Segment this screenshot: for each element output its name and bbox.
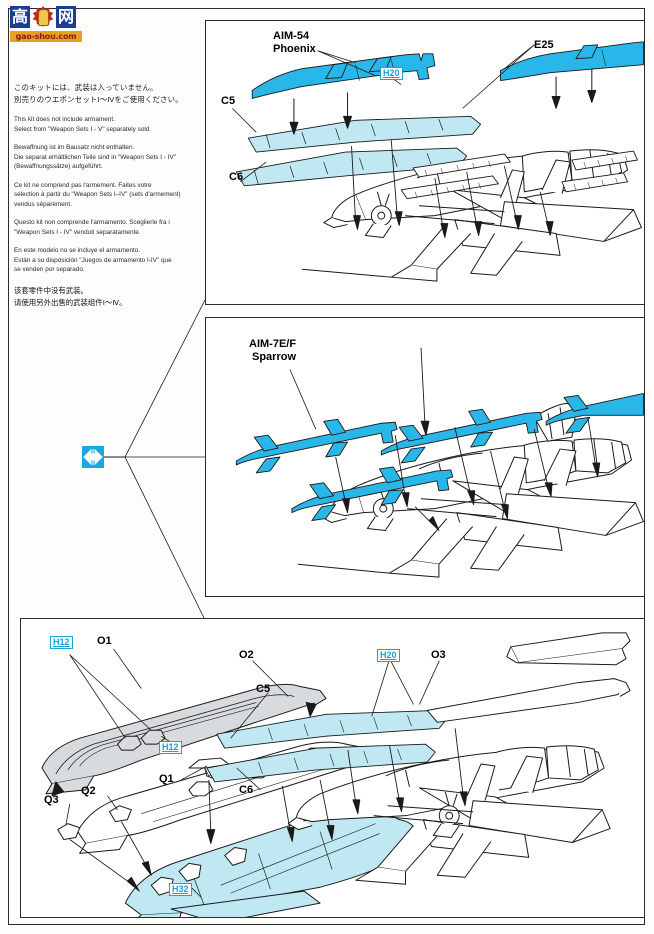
logo-char-1: 高	[10, 6, 30, 28]
panel3-label-q2: Q2	[81, 785, 96, 797]
fuel-tank-assembly-diagram	[41, 632, 631, 917]
site-watermark-logo: 高 网 gao-shou.com	[10, 6, 82, 46]
panel1-label-e25: E25	[534, 39, 554, 51]
logo-url: gao-shou.com	[10, 31, 82, 42]
note-german: Bewaffnung ist im Bausatz nicht enthalte…	[14, 144, 177, 170]
assembly-step-sparrow: AIM-7E/F Sparrow	[205, 317, 645, 597]
panel3-label-o2: O2	[239, 649, 254, 661]
panel2-missile-name-line2: Sparrow	[252, 351, 297, 363]
assembly-step-fuel-tanks: O1 O2 O3 C5 C6 Q1 Q2 Q3 H12 H12 H20 H32	[20, 618, 645, 918]
sparrow-assembly-diagram	[235, 347, 644, 578]
panel1-missile-name-line2: Phoenix	[273, 43, 316, 55]
view-direction-marker	[82, 446, 104, 468]
panel1-label-c5: C5	[221, 95, 236, 107]
panel3-label-c6: C6	[239, 784, 254, 796]
panel3-part-tag-h12-upper: H12	[50, 636, 73, 649]
panel1-label-c6: C6	[229, 171, 244, 183]
panel3-label-q3: Q3	[44, 794, 59, 806]
phoenix-assembly-diagram	[232, 41, 644, 282]
logo-char-2: 网	[56, 6, 76, 28]
panel2-missile-name-line1: AIM-7E/F	[249, 338, 297, 350]
note-japanese: このキットには、武装は入っていません。 別売りのウエポンセットⅠ～Ⅳをご使用くだ…	[14, 83, 183, 104]
note-chinese: 该套零件中没有武装。 请使用另外出售的武装组件Ⅰ～Ⅳ。	[14, 285, 127, 307]
note-spanish: En este modelo no se incluye el armament…	[14, 247, 172, 273]
panel3-label-o3: O3	[431, 649, 446, 661]
thumbs-up-icon	[32, 6, 54, 30]
note-french: Ce kit ne comprend pas l'armement. Faite…	[14, 181, 181, 208]
panel3-label-o1: O1	[97, 635, 112, 647]
panel3-label-q1: Q1	[159, 773, 174, 785]
note-english: This kit does not include armament. Sele…	[14, 116, 152, 133]
panel1-part-tag-h20: H20	[380, 67, 403, 80]
note-italian: Questo kit non comprende l'armamento. Sc…	[14, 219, 170, 236]
assembly-step-phoenix: AIM-54 Phoenix E25 C5 C6 H20	[205, 20, 645, 305]
armament-note-block: このキットには、武装は入っていません。 別売りのウエポンセットⅠ～Ⅳをご使用くだ…	[14, 82, 200, 309]
panel3-part-tag-h32: H32	[169, 883, 192, 896]
panel1-missile-name-line1: AIM-54	[273, 30, 310, 42]
panel3-label-c5: C5	[256, 683, 271, 695]
panel3-part-tag-h20: H20	[377, 649, 400, 662]
panel3-part-tag-h12-lower: H12	[159, 741, 182, 754]
